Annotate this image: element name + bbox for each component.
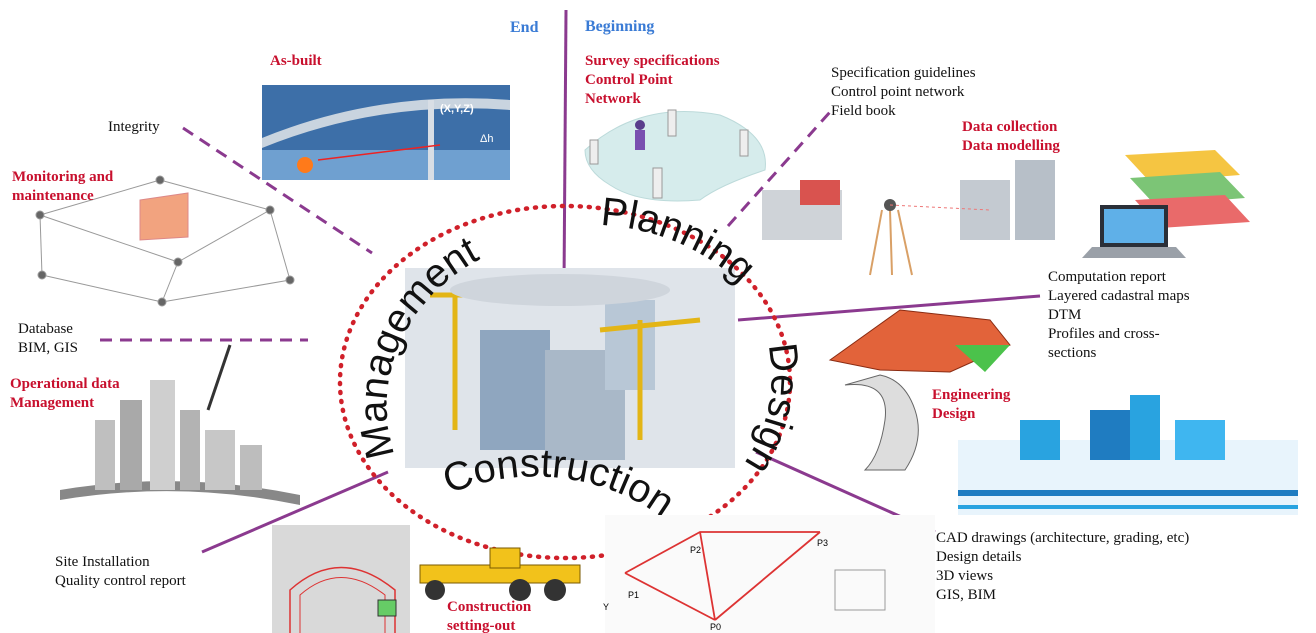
lifecycle-ring [337, 203, 793, 561]
central-construction-image [405, 268, 735, 468]
traverse-sketch-image: P1 P2 P3 P0 Y [603, 515, 935, 633]
monitoring-network-image [35, 175, 295, 307]
ring-label-design: Design [736, 341, 807, 482]
p3-label: P3 [817, 538, 828, 548]
site-connector [201, 470, 389, 554]
beginning-label: Beginning [585, 18, 655, 35]
integrity-text: Integrity [108, 119, 160, 135]
p1-label: P1 [628, 590, 639, 600]
end-label: End [510, 19, 539, 36]
city-book-image [60, 344, 300, 505]
engineering-design-images [828, 309, 1298, 515]
data-collection-image [762, 160, 1055, 276]
xyz-label: (X,Y,Z) [440, 103, 474, 115]
p2-label: P2 [690, 545, 701, 555]
integrity-connector [182, 126, 373, 255]
tunnel-image [272, 525, 410, 633]
end-beginning-divider [562, 9, 568, 286]
p0-label: P0 [710, 622, 721, 632]
grader-image [419, 547, 581, 601]
survey-terrain-image [584, 109, 766, 202]
cad-text: CAD drawings (architecture, grading, etc… [936, 530, 1190, 603]
laptop-maps-image [1082, 150, 1250, 258]
planning-docs-connector [726, 110, 832, 228]
computation-connector [737, 294, 1041, 322]
as-built-title: As-built [270, 53, 322, 69]
as-built-bridge-image: (X,Y,Z) Δh [262, 85, 510, 180]
y-axis-label: Y [603, 602, 609, 612]
dh-label: Δh [480, 133, 493, 145]
